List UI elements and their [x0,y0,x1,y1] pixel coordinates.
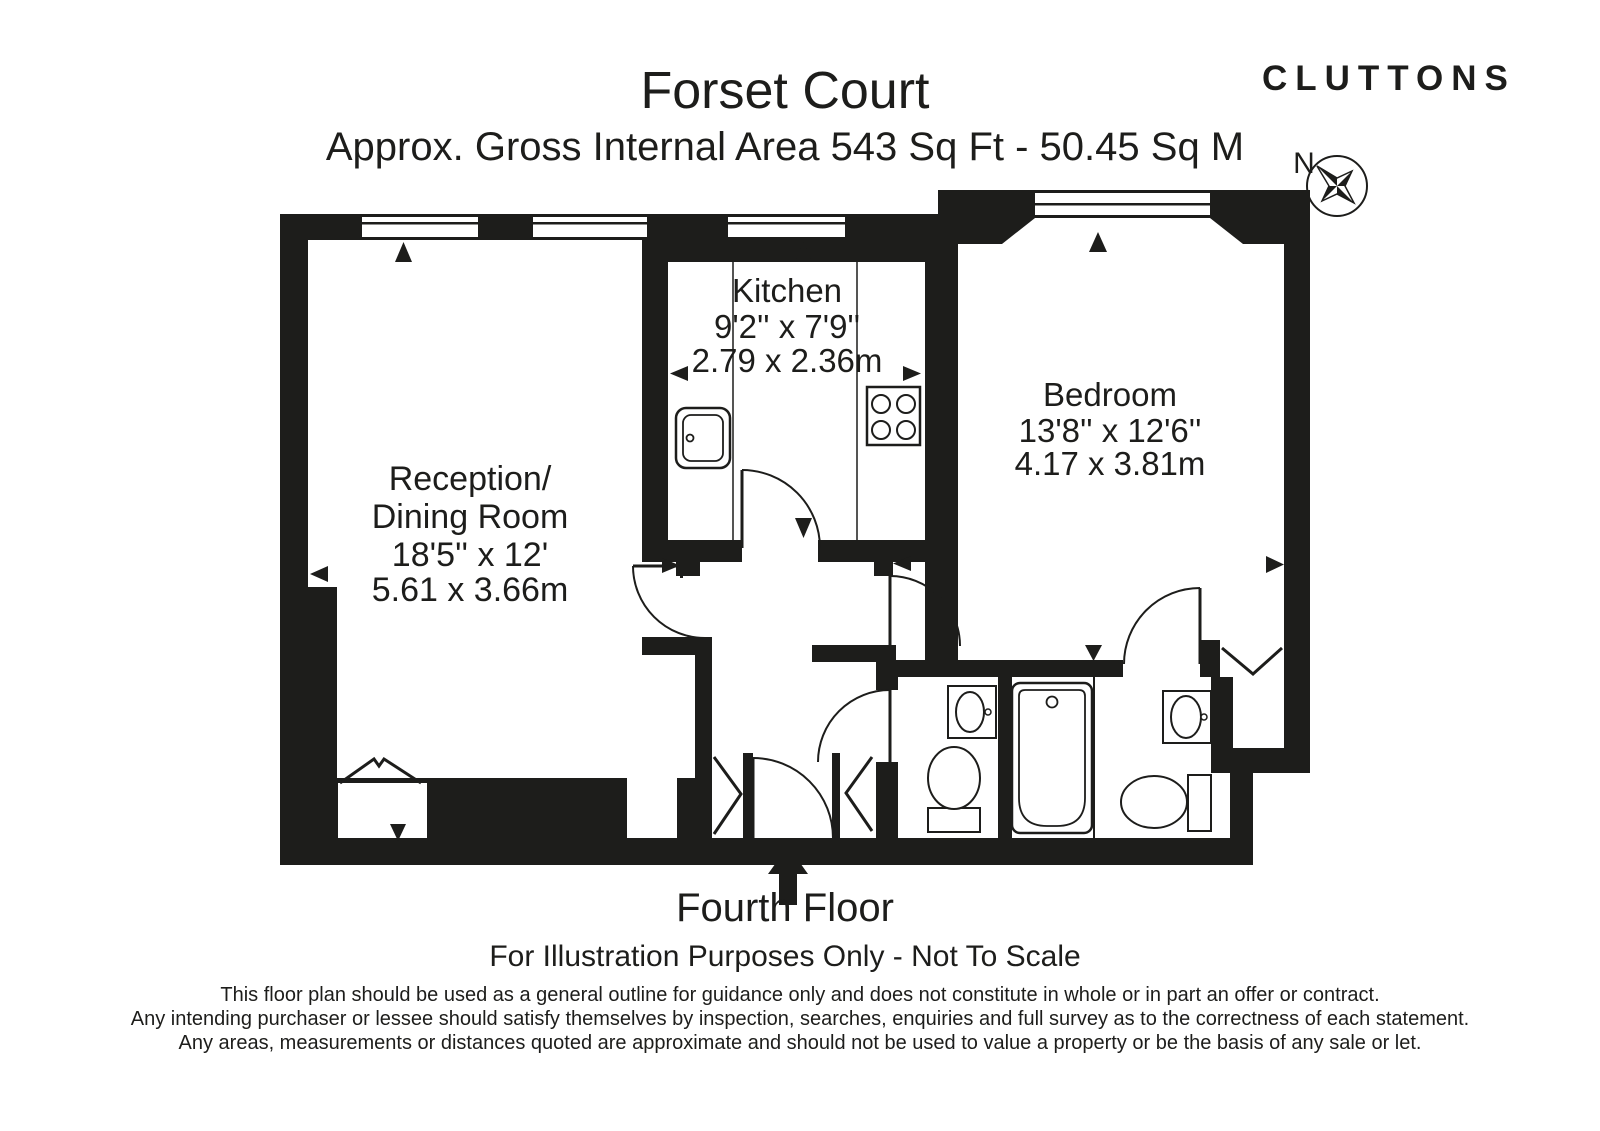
wall-bathroom-divider [998,677,1012,838]
wall-entry-closet-right-divider [832,753,840,838]
wall-bottom-outer [280,838,1253,865]
bedroom-closet-door [1221,646,1284,676]
wall-closet-stub [1200,640,1220,677]
bedroom-dims-metric: 4.17 x 3.81m [1015,445,1206,482]
page-subtitle: Approx. Gross Internal Area 543 Sq Ft - … [326,125,1244,169]
marker-reception-up [395,242,412,262]
wall-stub-reception-door [676,562,700,576]
bathroom-fixtures [927,681,1212,835]
window-reception-2 [533,214,647,240]
kitchen-door [740,469,821,549]
wall-kitchen-left [642,240,668,562]
kitchen-sink-icon [674,406,732,470]
windows [362,190,1243,244]
reception-closet-bifold-door [339,756,422,785]
bathtub-icon [1010,681,1094,835]
wall-jog-horizontal [642,637,712,655]
reception-name-line1: Reception/ [389,460,552,498]
kitchen-fixtures [674,262,922,540]
footer: Fourth Floor For Illustration Purposes O… [131,886,1470,1054]
compass-north-label: N [1293,147,1315,180]
compass-icon: N [1293,147,1368,217]
wall-lobby-left [695,655,712,838]
marker-bedroom-up [1089,232,1107,252]
marker-closet-down [390,824,406,841]
marker-bedroom-right [1266,556,1284,573]
inner-lobby-door [888,575,961,647]
marker-kitchen-down [795,518,812,538]
bathroom2-toilet-icon [1120,774,1212,832]
reception-dims-metric: 5.61 x 3.66m [372,571,569,609]
marker-kitchen-left [670,366,688,381]
page-title: Forset Court [641,62,931,120]
wall-entry-closet-left-divider [743,753,753,838]
wall-corridor-top [812,645,896,662]
disclaimer-line1: This floor plan should be used as a gene… [220,984,1379,1006]
room-labels: Reception/ Dining Room 18'5'' x 12' 5.61… [372,272,1206,609]
bedroom-door [1123,587,1202,665]
wall-kitchen-bedroom [925,240,958,662]
bedroom-dims-imperial: 13'8'' x 12'6'' [1019,412,1202,449]
marker-kitchen-right [903,366,921,381]
wc-door [817,689,892,763]
wall-stub-lobby-door [874,562,890,576]
kitchen-dims-metric: 2.79 x 2.36m [692,342,883,379]
marker-reception-right [662,554,683,578]
entry-closet-right-door [844,756,874,832]
brand-logo: CLUTTONS [1262,59,1516,98]
wc-toilet-icon [927,746,981,833]
bedroom-name: Bedroom [1043,376,1177,413]
reception-door [632,564,706,639]
floor-label: Fourth Floor [676,886,894,930]
wc-basin-icon [947,685,997,739]
compass-star-shading [1317,166,1354,203]
disclaimer-line3: Any areas, measurements or distances quo… [179,1032,1422,1054]
wall-bathroom2-right [1211,677,1233,773]
window-reception-1 [362,214,478,240]
reception-name-line2: Dining Room [372,498,569,536]
marker-kitchen-up [795,242,812,262]
disclaimer-line2: Any intending purchaser or lessee should… [131,1008,1470,1030]
measurement-markers [310,232,1284,905]
reception-dims-imperial: 18'5'' x 12' [392,536,548,574]
marker-lobby-left [890,552,911,576]
entrance-arrow-icon [768,846,808,905]
reception-closet-pocket [338,783,427,838]
kitchen-hob-icon [865,385,922,447]
window-bedroom [1002,190,1243,244]
wall-wc-left-lower [876,762,898,838]
window-kitchen [728,214,845,240]
compass-circle [1306,155,1368,217]
kitchen-dims-imperial: 9'2'' x 7'9'' [714,308,860,345]
doors [632,469,1202,839]
scale-note: For Illustration Purposes Only - Not To … [489,940,1080,973]
marker-bath-down [1085,645,1102,661]
entry-closet-left-door [712,756,743,835]
kitchen-name: Kitchen [732,272,842,309]
wall-kitchen-bottom-right [818,540,958,562]
wall-bathrooms-top [876,660,1123,677]
closets [338,646,1284,838]
marker-reception-left [310,566,328,582]
wall-bedroom-right [1284,190,1310,773]
entrance-door [751,757,834,839]
wall-kitchen-bottom-left [642,540,742,562]
bathroom2-basin-icon [1162,690,1212,744]
reception-niche [627,778,677,838]
wall-right-outer-lower [1230,773,1253,838]
